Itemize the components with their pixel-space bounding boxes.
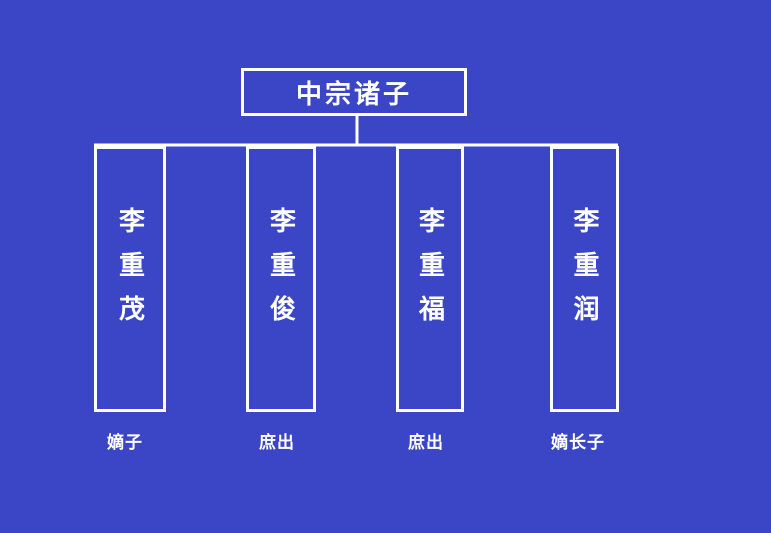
child-node-name: 李重茂 (114, 207, 145, 339)
child-node-name: 李重福 (414, 207, 445, 339)
child-node-li-chongmao: 李重茂 (94, 146, 166, 412)
child-node-li-chongjun: 李重俊 (246, 146, 316, 412)
root-node: 中宗诸子 (241, 68, 467, 116)
child-node-note: 嫡长子 (551, 433, 605, 453)
child-node-note: 庶出 (408, 433, 444, 453)
child-node-li-chongfu: 李重福 (396, 146, 464, 412)
child-node-name: 李重润 (569, 207, 599, 339)
child-node-li-chongrun: 李重润 (550, 146, 619, 412)
child-node-note: 嫡子 (107, 433, 143, 453)
child-node-name: 李重俊 (265, 207, 296, 339)
child-node-note: 庶出 (259, 433, 295, 453)
root-node-label: 中宗诸子 (295, 79, 412, 110)
